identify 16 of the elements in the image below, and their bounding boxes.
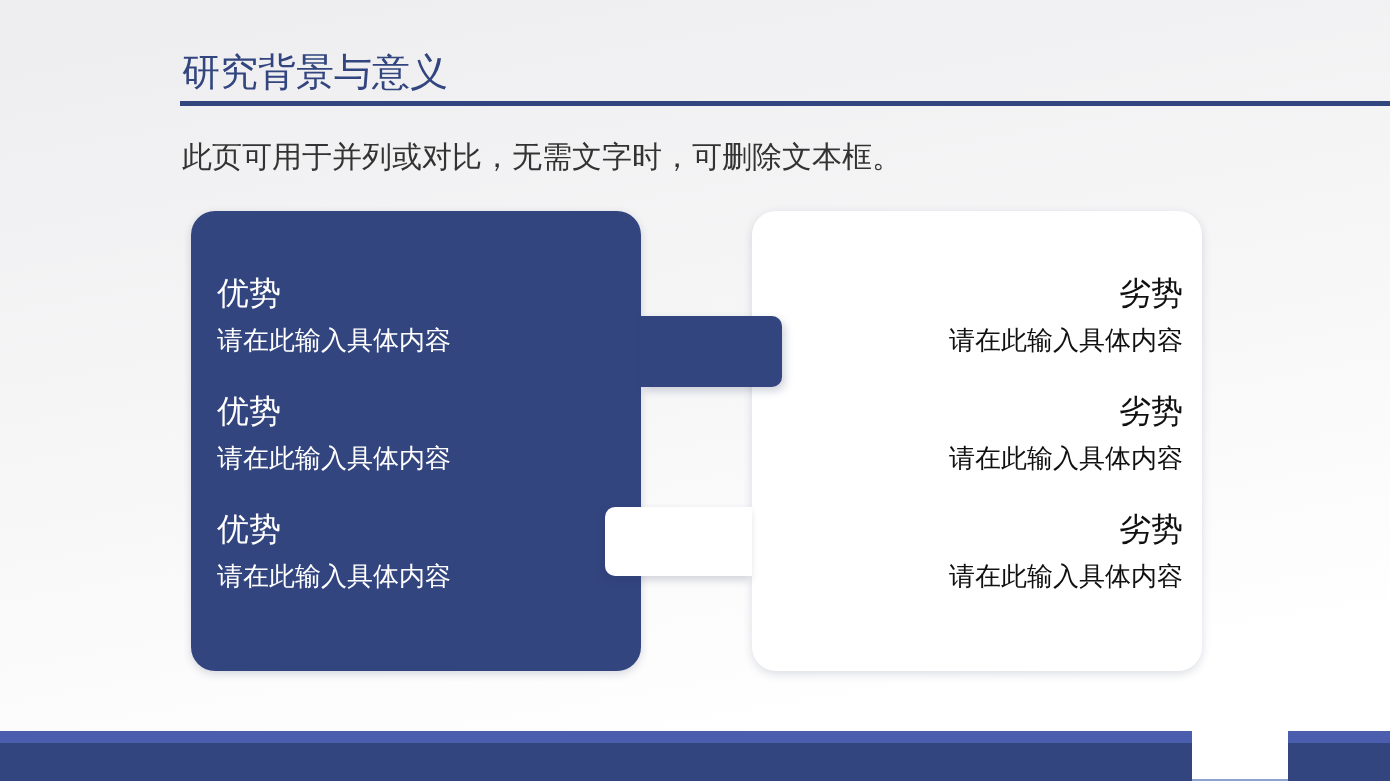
content-panel	[752, 211, 1202, 671]
panel-heading: 优势	[217, 391, 281, 431]
placeholder-text: 请在此输入具体内容	[217, 442, 451, 475]
slide-title: 研究背景与意义	[182, 49, 448, 96]
placeholder-text: 请在此输入具体内容	[949, 442, 1183, 475]
placeholder-text: 请在此输入具体内容	[949, 324, 1183, 357]
placeholder-text: 请在此输入具体内容	[217, 324, 451, 357]
subtitle-note: 此页可用于并列或对比，无需文字时，可删除文本框。	[182, 138, 902, 176]
panel-heading: 劣势	[1119, 509, 1183, 549]
placeholder-text: 请在此输入具体内容	[949, 560, 1183, 593]
panel-heading: 优势	[217, 273, 281, 313]
panel-heading: 劣势	[1119, 273, 1183, 313]
content-panel	[191, 211, 641, 671]
placeholder-text: 请在此输入具体内容	[217, 560, 451, 593]
panel-heading: 劣势	[1119, 391, 1183, 431]
panel-heading: 优势	[217, 509, 281, 549]
